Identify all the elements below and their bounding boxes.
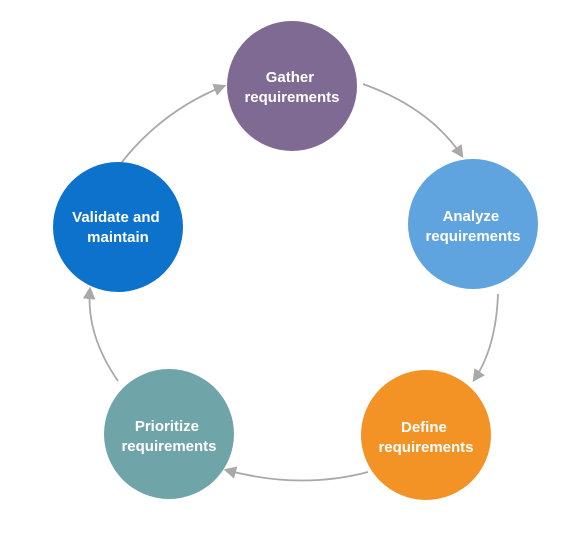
node-circle bbox=[361, 370, 491, 500]
node-circle bbox=[53, 162, 183, 292]
node-label-line-1: Gather bbox=[266, 69, 315, 86]
arrow-validate-to-gather bbox=[112, 83, 227, 175]
node-label: Prioritize requirements bbox=[121, 418, 216, 455]
node-label-line-2: requirements bbox=[121, 438, 216, 455]
node-label: Analyze requirements bbox=[425, 208, 520, 245]
node-label-line-2: requirements bbox=[244, 89, 339, 106]
node-analyze-requirements: Analyze requirements bbox=[408, 159, 538, 289]
node-gather-requirements: Gather requirements bbox=[227, 21, 357, 151]
node-prioritize-requirements: Prioritize requirements bbox=[104, 369, 234, 499]
node-define-requirements: Define requirements bbox=[361, 370, 491, 500]
arrow-prioritize-to-validate bbox=[82, 286, 119, 382]
node-validate-and-maintain: Validate and maintain bbox=[53, 162, 183, 292]
node-label-line-2: requirements bbox=[378, 439, 473, 456]
arrow-gather-to-analyze bbox=[362, 83, 464, 159]
node-label: Define requirements bbox=[378, 419, 473, 456]
node-label: Gather requirements bbox=[244, 69, 339, 106]
node-label-line-1: Validate and bbox=[72, 209, 160, 226]
arrow-define-to-prioritize bbox=[223, 466, 369, 482]
node-label-line-1: Prioritize bbox=[135, 418, 199, 435]
node-circle bbox=[104, 369, 234, 499]
node-label: Validate and maintain bbox=[72, 209, 164, 246]
node-label-line-1: Analyze bbox=[443, 208, 500, 225]
node-label-line-2: maintain bbox=[87, 229, 149, 246]
cycle-arrows bbox=[82, 83, 499, 482]
node-label-line-1: Define bbox=[401, 419, 447, 436]
arrow-analyze-to-define bbox=[472, 293, 499, 383]
node-label-line-2: requirements bbox=[425, 228, 520, 245]
node-circle bbox=[227, 21, 357, 151]
node-circle bbox=[408, 159, 538, 289]
